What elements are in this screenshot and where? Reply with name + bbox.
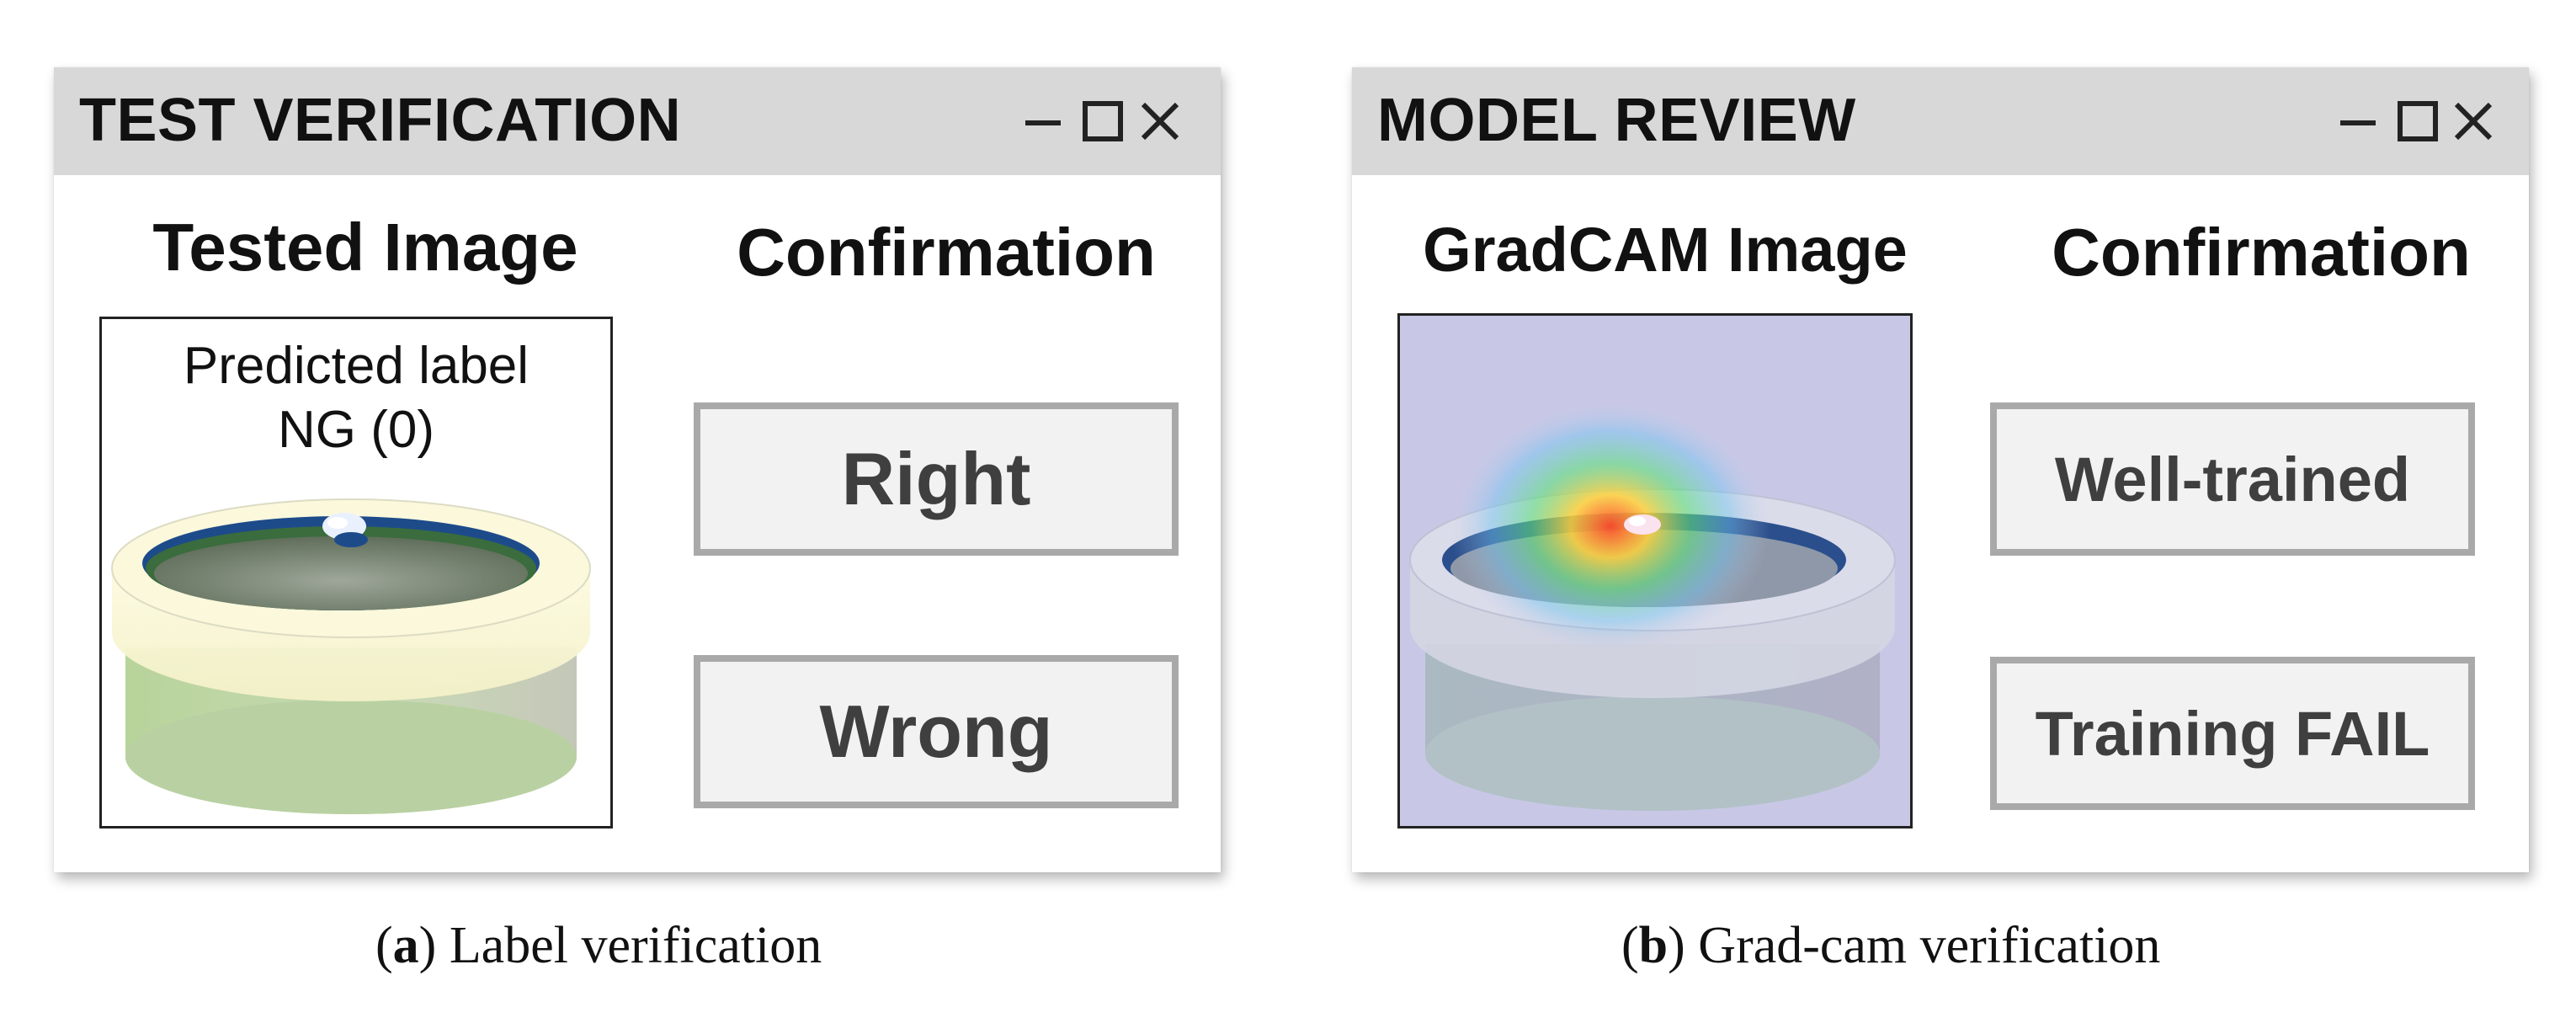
caption-b-letter: b bbox=[1638, 917, 1669, 974]
test-verification-window: TEST VERIFICATION Tested Image Confirmat… bbox=[54, 67, 1221, 872]
model-review-window: MODEL REVIEW GradCAM Image Confirmation bbox=[1352, 67, 2529, 872]
caption-b: (b) Grad-cam verification bbox=[1621, 917, 2161, 974]
predicted-label-caption: Predicted label bbox=[183, 337, 530, 395]
caption-b-text: Grad-cam verification bbox=[1698, 917, 2161, 974]
dish-image bbox=[111, 498, 591, 814]
title-bar: TEST VERIFICATION bbox=[54, 67, 1221, 175]
window-title: MODEL REVIEW bbox=[1377, 87, 1856, 154]
minimize-icon[interactable] bbox=[2334, 96, 2384, 147]
confirmation-heading: Confirmation bbox=[2052, 215, 2471, 290]
close-icon[interactable] bbox=[1135, 96, 1185, 147]
caption-a-letter: a bbox=[392, 917, 419, 974]
confirmation-heading: Confirmation bbox=[737, 215, 1156, 290]
window-title: TEST VERIFICATION bbox=[79, 87, 682, 154]
caption-a: (a) Label verification bbox=[375, 917, 822, 974]
caption-a-text: Label verification bbox=[449, 917, 822, 974]
training-fail-button[interactable]: Training FAIL bbox=[1990, 657, 2475, 810]
gradcam-image-heading: GradCAM Image bbox=[1423, 215, 1908, 285]
wrong-button[interactable]: Wrong bbox=[694, 655, 1179, 808]
maximize-icon[interactable] bbox=[1078, 96, 1128, 147]
gradcam-image bbox=[1397, 313, 1913, 829]
tested-image-heading: Tested Image bbox=[152, 210, 578, 285]
close-icon[interactable] bbox=[2448, 96, 2499, 147]
title-bar: MODEL REVIEW bbox=[1352, 67, 2529, 175]
minimize-icon[interactable] bbox=[1019, 96, 1069, 147]
maximize-icon[interactable] bbox=[2392, 96, 2443, 147]
tested-image: Predicted label NG (0) bbox=[99, 317, 613, 829]
well-trained-button[interactable]: Well-trained bbox=[1990, 402, 2475, 556]
predicted-label-value: NG (0) bbox=[278, 401, 434, 459]
right-button[interactable]: Right bbox=[694, 402, 1179, 556]
gradcam-dish bbox=[1409, 400, 1896, 811]
